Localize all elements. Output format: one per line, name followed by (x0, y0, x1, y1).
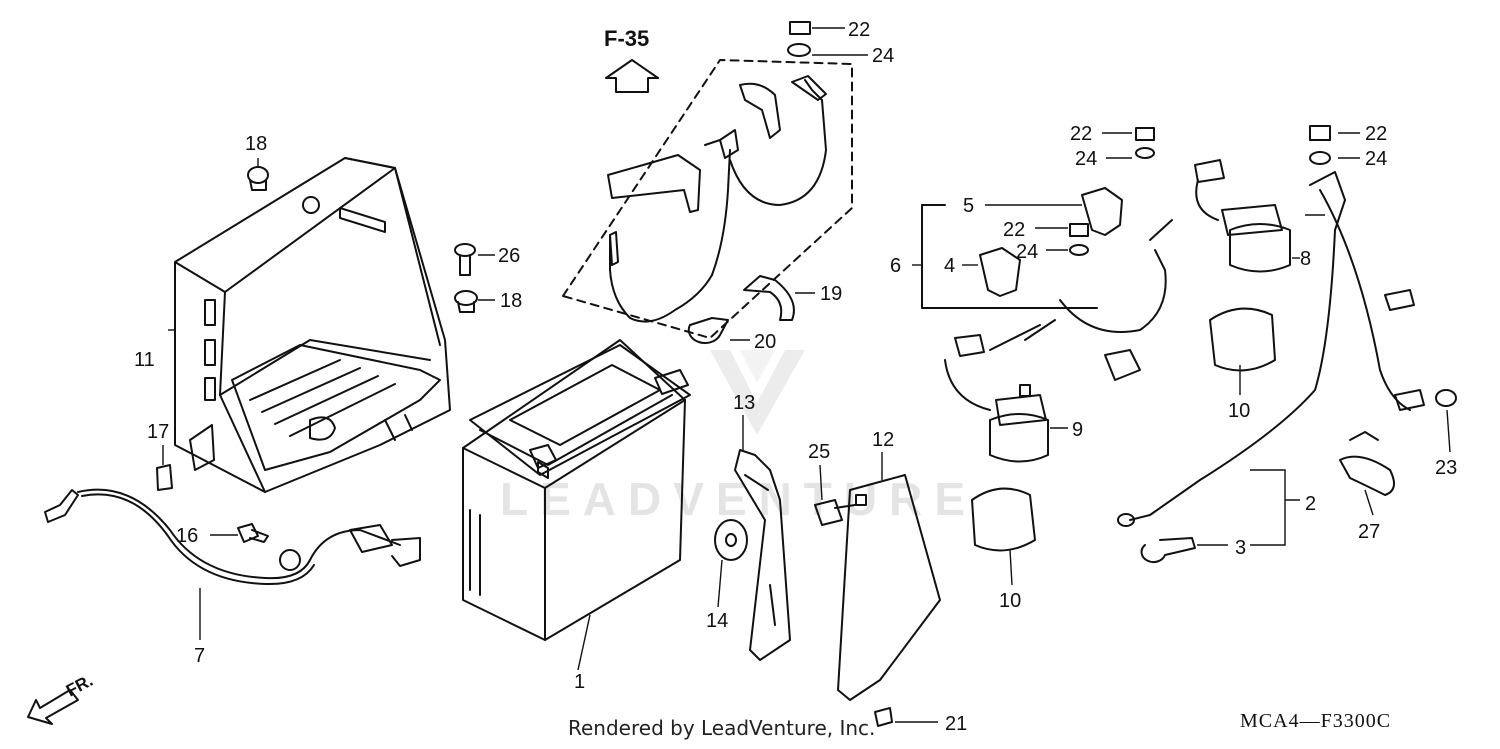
grommet-14 (714, 519, 748, 561)
callout: 11 (134, 349, 155, 371)
callout: 8 (1300, 248, 1311, 270)
relay-cover-10b (971, 487, 1036, 552)
callout: 7 (194, 645, 205, 667)
callout: 19 (820, 283, 842, 305)
band-27 (1339, 431, 1395, 496)
bracket-13 (734, 449, 791, 661)
footer-credit: Rendered by LeadVenture, Inc. (568, 716, 876, 740)
clip-20 (687, 317, 729, 344)
reference-label: F-35 (604, 26, 650, 51)
callout: 24 (1075, 148, 1097, 170)
bolt-16 (237, 523, 269, 543)
callout: 21 (945, 713, 967, 735)
terminal-cover-5 (1081, 187, 1123, 236)
callout: 16 (176, 525, 198, 547)
cable-kit-outline (562, 59, 853, 339)
callout: 18 (500, 290, 522, 312)
battery-cable-set (607, 75, 827, 323)
battery-case (174, 157, 451, 493)
callout: 4 (944, 255, 955, 277)
callout: 22 (1070, 123, 1092, 145)
callout: 23 (1435, 457, 1457, 479)
relay-8 (1229, 223, 1291, 273)
callout: 24 (872, 45, 894, 67)
bolt-26 (454, 243, 476, 276)
nut-23 (1435, 389, 1457, 407)
callout: 6 (890, 255, 901, 277)
reference-arrow-icon (605, 59, 659, 93)
callout: 22 (1003, 219, 1025, 241)
callout: 9 (1072, 419, 1083, 441)
collar-18b (454, 290, 478, 313)
callout: 12 (872, 429, 894, 451)
callout: 2 (1305, 493, 1316, 515)
relay-9 (989, 413, 1049, 463)
starter-cable (1129, 171, 1346, 521)
collar-18a (247, 166, 269, 191)
callout: 25 (808, 441, 830, 463)
callout: 13 (733, 392, 755, 414)
ground-cable (44, 488, 421, 586)
callout: 26 (498, 245, 520, 267)
front-arrow-icon (27, 689, 79, 725)
clip-17 (156, 464, 173, 491)
screw-21 (874, 707, 893, 727)
callout: 3 (1235, 537, 1246, 559)
watermark-text: LEADVENTURE (500, 473, 978, 525)
callout: 17 (147, 421, 169, 443)
callout: 18 (245, 133, 267, 155)
callout: 5 (963, 195, 974, 217)
watermark-logo-icon (710, 350, 805, 435)
callout: 22 (848, 19, 870, 41)
callout: 10 (999, 590, 1021, 612)
callout: 20 (754, 331, 776, 353)
callout: 24 (1365, 148, 1387, 170)
relay-harness (989, 219, 1173, 351)
bolt-3 (1140, 537, 1196, 563)
battery (462, 339, 691, 641)
callout-labels: 1 2 3 4 5 6 7 8 9 10 10 11 12 13 14 16 1… (134, 19, 1457, 735)
bracket-6 (921, 204, 1098, 309)
callout: 22 (1365, 123, 1387, 145)
plate-12 (837, 474, 941, 701)
band-19 (743, 275, 795, 321)
callout: 10 (1228, 400, 1250, 422)
callout: 14 (706, 610, 728, 632)
callout: 24 (1016, 241, 1038, 263)
bolt-25 (814, 499, 856, 526)
terminal-cover-4 (979, 247, 1021, 297)
diagram-code: MCA4—F3300C (1240, 710, 1392, 732)
callout: 1 (574, 671, 585, 693)
relay-cover-10a (1209, 307, 1276, 372)
callout: 27 (1358, 521, 1380, 543)
